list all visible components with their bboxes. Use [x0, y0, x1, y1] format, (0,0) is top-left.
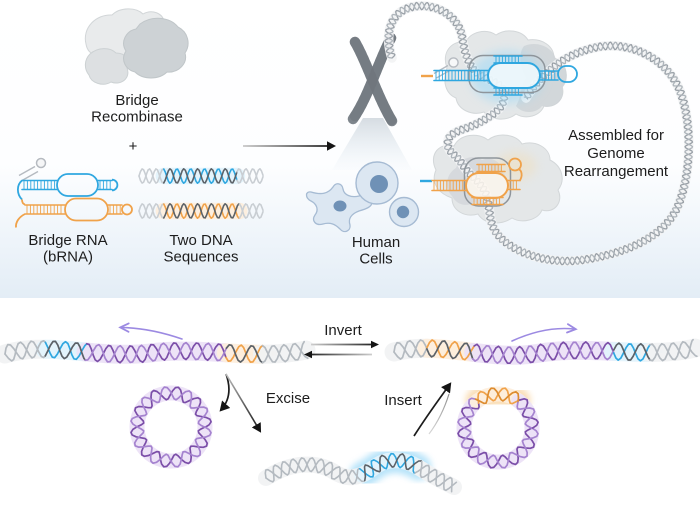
invert-rotation-arrow-right: [511, 323, 578, 342]
excise-label: Excise: [266, 390, 310, 407]
reaction-arrowhead: [327, 141, 336, 151]
bottom-complex-ladder: [431, 179, 467, 192]
top-row-below: [493, 87, 523, 96]
invert-rotation-arrow-left: [118, 322, 183, 340]
dna-label-line1: Two DNA: [169, 232, 232, 249]
brna-blue-ladder-left: [21, 179, 58, 191]
bottom-dna-wrap: [463, 157, 512, 207]
brna-label-line1: Bridge RNA: [28, 232, 107, 249]
top-hairpin-loop: [448, 57, 459, 68]
top-complex-ladder: [433, 69, 489, 82]
top-row-above: [493, 55, 523, 64]
top-panel: Bridge Recombinase + Bridge RNA (bRNA) T…: [15, 1, 694, 268]
brna-orange-ladder-left: [24, 204, 66, 215]
insert-arrows: [413, 382, 452, 437]
bridge-recombinase-protein-icon: [84, 8, 189, 85]
two-dna-sequences-icon: [138, 162, 264, 225]
donor-circular-dna: [456, 381, 540, 470]
strand-after-invert: [384, 333, 700, 367]
genomic-dna-strand: [383, 1, 694, 266]
invert-label: Invert: [324, 322, 362, 339]
hairpin-loop: [35, 157, 47, 169]
bottom-panel: Invert Excise Insert: [0, 322, 700, 495]
top-complex-loop: [487, 62, 541, 89]
plus-sign: +: [129, 138, 138, 155]
brna-blue-ladder-right: [97, 179, 113, 191]
brna-blue-loop: [56, 173, 99, 197]
cells-label-line1: Human: [352, 234, 400, 251]
round-cell-large-nucleus: [370, 175, 388, 193]
fibroblast-nucleus: [333, 200, 347, 212]
brna-orange-endloop: [121, 203, 133, 216]
strand-after-excision: [258, 447, 462, 495]
complex-details: [420, 51, 578, 207]
assembled-label-line2: Genome: [587, 145, 645, 162]
cells-label-line2: Cells: [359, 251, 392, 268]
bottom-small-loop: [508, 157, 522, 172]
reaction-arrow: [243, 141, 336, 151]
strand-before-invert: [0, 334, 316, 369]
bottom-right-ladder: [507, 179, 521, 191]
bottom-complex-loop: [465, 172, 509, 199]
top-right-ladder: [539, 70, 559, 81]
bridge-rna-molecule-icon: [15, 157, 133, 228]
brna-orange-tail: [15, 213, 26, 228]
dna-label-line2: Sequences: [163, 249, 238, 266]
recombinase-label-line2: Recombinase: [91, 109, 183, 126]
hairpin-stem: [18, 165, 36, 177]
top-hook-loop: [557, 65, 578, 83]
assembled-label-line3: Rearrangement: [564, 163, 669, 180]
assembled-label-line1: Assembled for: [568, 127, 664, 144]
excised-circular-dna: [129, 385, 213, 469]
invert-equilibrium-arrows: [304, 340, 379, 359]
bottom-row-below: [471, 196, 504, 206]
brna-orange-loop: [64, 197, 109, 222]
brna-label-line2: (bRNA): [43, 249, 93, 266]
round-cell-small-nucleus: [396, 205, 410, 219]
brna-blue-endcap: [111, 178, 119, 192]
bottom-row-above: [476, 163, 506, 173]
brna-orange-ladder-right: [107, 204, 123, 215]
recombinase-label-line1: Bridge: [115, 92, 158, 109]
orange-glow: [496, 152, 536, 180]
hairpin-stem2: [21, 170, 39, 182]
human-cells-icon: [305, 161, 420, 233]
insert-label: Insert: [384, 392, 422, 409]
zoom-beam: [332, 118, 412, 170]
excise-arrows: [219, 373, 262, 433]
